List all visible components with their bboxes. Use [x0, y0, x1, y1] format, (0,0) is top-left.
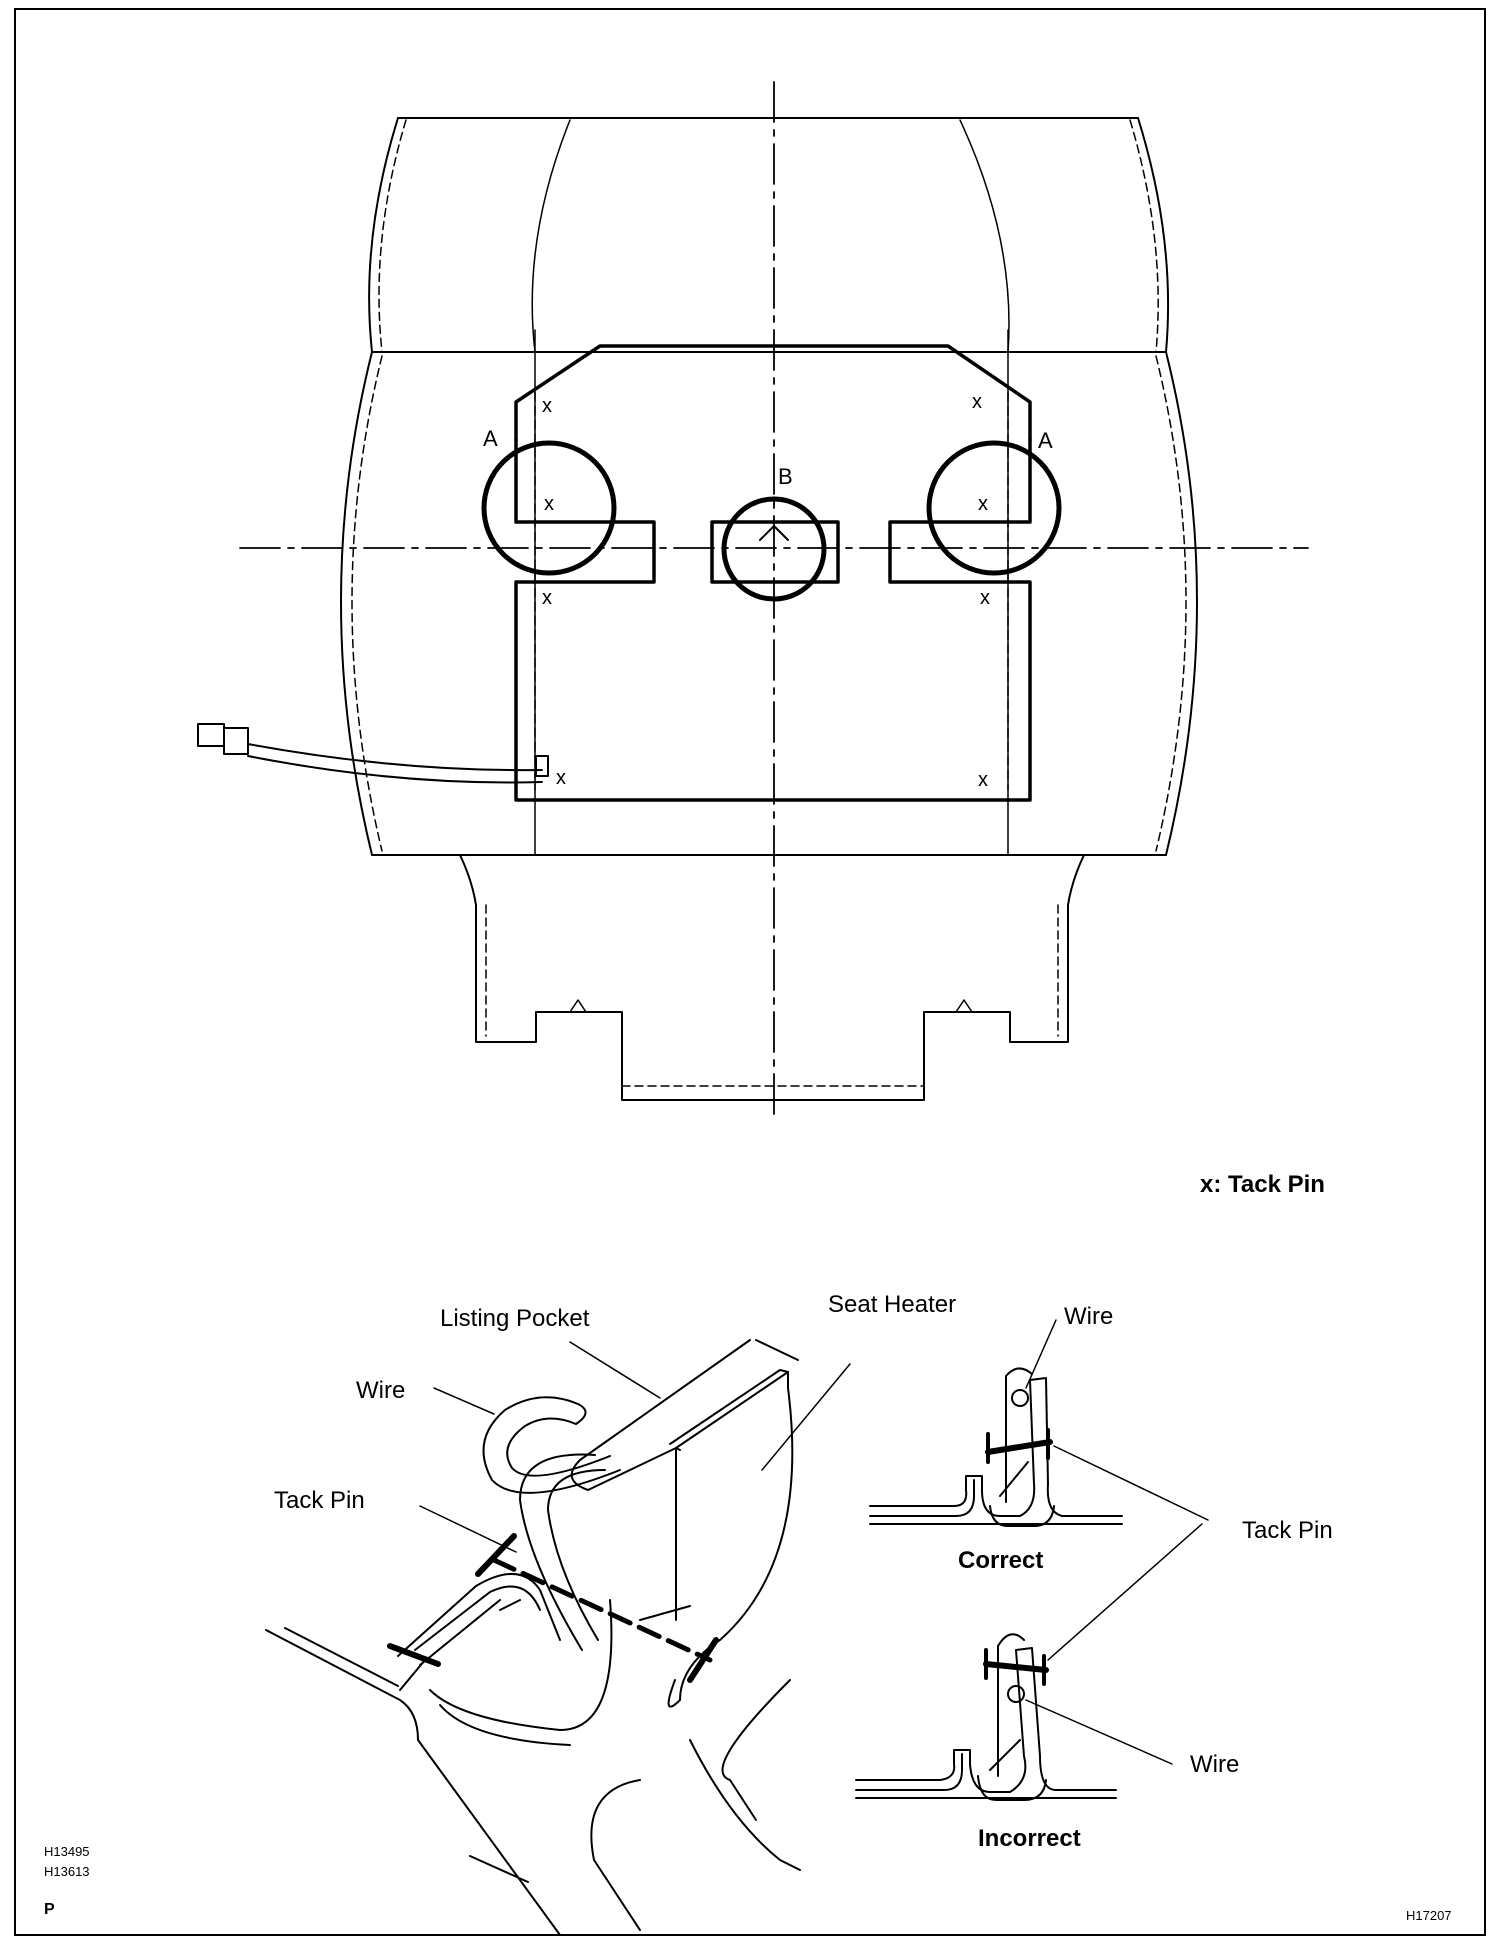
- tack-lines: [534, 391, 1009, 791]
- incorrect-installation: [855, 1633, 1117, 1801]
- detail-leader-lines: [419, 1341, 851, 1553]
- tack-pin-illustration: [387, 1533, 719, 1683]
- tack-mark: x: [972, 391, 982, 413]
- figure-ref: H13613: [44, 1864, 90, 1879]
- incorrect-leader-lines: [1025, 1523, 1203, 1765]
- tack-mark: x: [556, 767, 566, 789]
- correct-tack-pin-leader: [1053, 1445, 1209, 1521]
- seat-cushion-outline: [340, 117, 1198, 1101]
- correct-wire-label: Wire: [1064, 1303, 1113, 1330]
- incorrect-tack-pin: [983, 1648, 1049, 1686]
- listing-pocket-illustration: [265, 1339, 801, 1936]
- seat-heater-label: Seat Heater: [828, 1291, 956, 1318]
- incorrect-caption: Incorrect: [978, 1825, 1081, 1852]
- heater-wire-harness: [197, 723, 549, 784]
- detail-wire-label: Wire: [356, 1377, 405, 1404]
- figure-ref: H17207: [1406, 1908, 1452, 1923]
- figure-frame: [14, 8, 1486, 1936]
- mark-a-right: A: [1038, 428, 1053, 453]
- tack-pin-legend: x: Tack Pin: [1200, 1171, 1325, 1198]
- listing-pocket-label: Listing Pocket: [440, 1305, 590, 1332]
- tack-mark: x: [978, 769, 988, 791]
- seat-heater-element: [514, 344, 1032, 802]
- detail-tack-pin-label: Tack Pin: [274, 1487, 365, 1514]
- incorrect-wire-label: Wire: [1190, 1751, 1239, 1778]
- tack-mark: x: [542, 395, 552, 417]
- figure-ref: H13495: [44, 1844, 90, 1859]
- correct-installation: [869, 1319, 1123, 1527]
- mark-b: B: [778, 464, 793, 489]
- correct-tack-pin: [985, 1428, 1053, 1464]
- tack-mark: x: [544, 493, 554, 515]
- detail-circle-a-right: [926, 440, 1062, 576]
- tack-mark: x: [980, 587, 990, 609]
- detail-circle-a-left: [481, 440, 617, 576]
- correct-caption: Correct: [958, 1547, 1043, 1574]
- tack-mark: x: [542, 587, 552, 609]
- figure-ref: P: [44, 1901, 55, 1918]
- tack-mark: x: [978, 493, 988, 515]
- detail-circle-b: [721, 496, 827, 602]
- mark-a-left: A: [483, 426, 498, 451]
- tack-pin-label: Tack Pin: [1242, 1517, 1333, 1544]
